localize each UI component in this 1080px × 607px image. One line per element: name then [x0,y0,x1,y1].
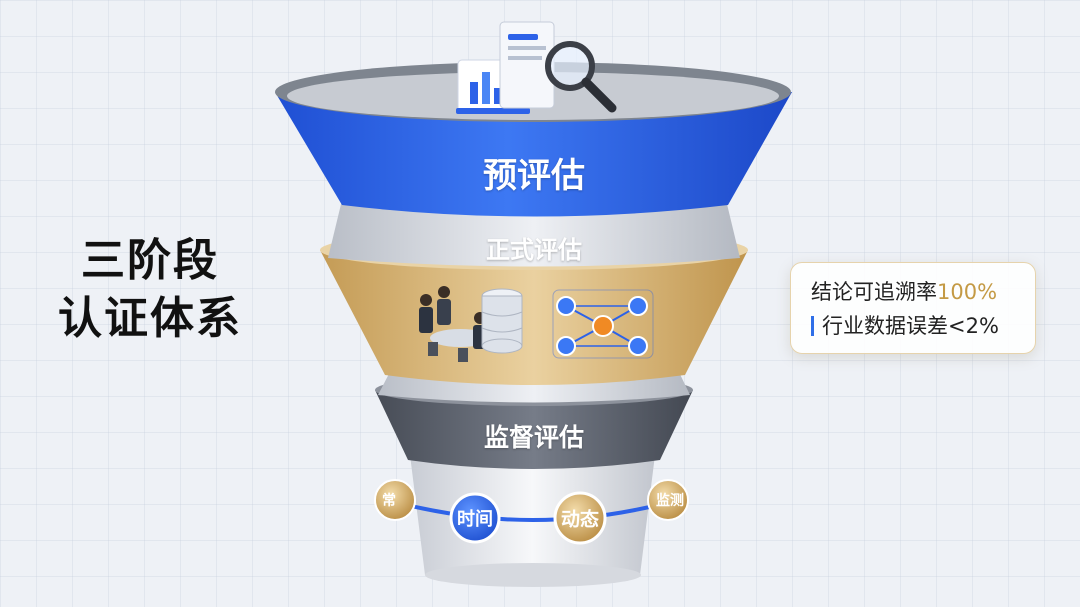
stat-marker-bar [811,316,814,336]
stage-label-monitor: 监督评估 [483,423,585,452]
stats-card: 结论可追溯率100% 行业数据误差<2% [790,262,1036,354]
network-nodes-icon [552,289,654,359]
magnifier-icon [499,21,617,113]
stat-error-rate: 行业数据误差<2% [811,309,1035,343]
badge-time: 时间 [457,509,493,530]
badge-dynamic: 动态 [560,508,600,531]
badge-right-partial: 监测 [656,493,684,509]
stat-traceability-label: 结论可追溯率 [811,280,937,304]
stat-traceability: 结论可追溯率100% [811,275,1035,309]
title-line-1: 三阶段 [81,235,219,286]
stat-error-text: 行业数据误差<2% [822,314,999,338]
stage-label-formal: 正式评估 [486,236,582,264]
funnel-collar-upper [328,200,740,267]
stage-label-pre: 预评估 [483,156,585,196]
title-line-2: 认证体系 [58,293,242,344]
database-icon [481,288,523,354]
monitor-ring [374,479,689,545]
diagram-title: 三阶段 认证体系 [58,232,242,348]
stat-traceability-value: 100% [937,280,998,304]
badge-left-partial: 常 [382,493,396,509]
